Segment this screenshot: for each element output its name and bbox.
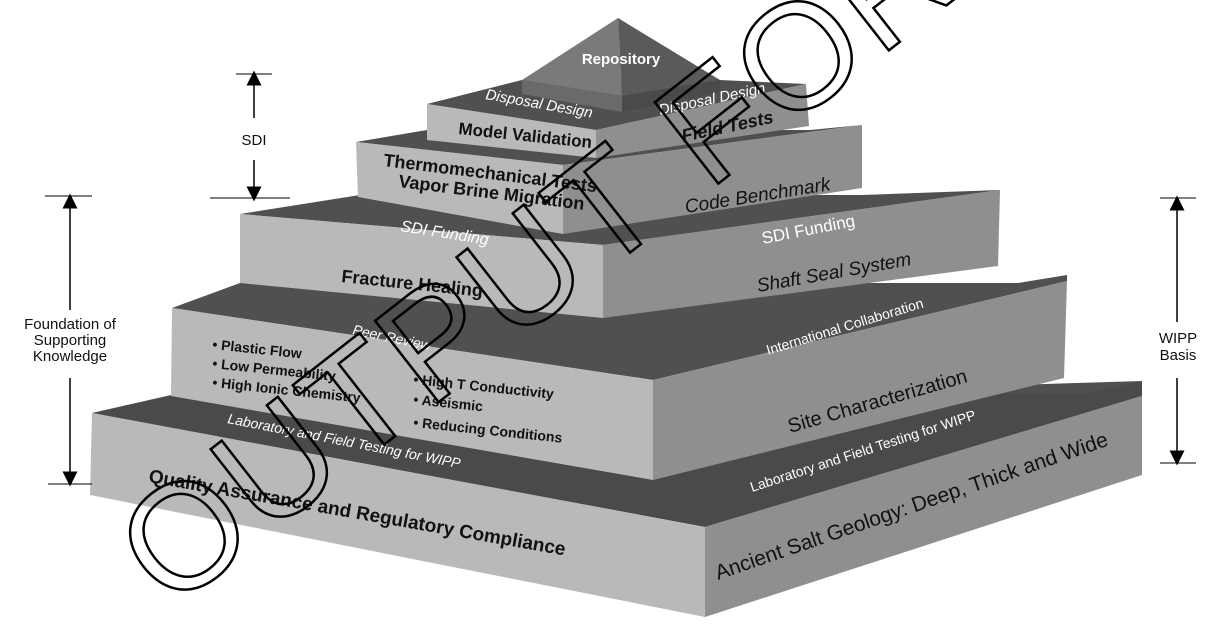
tier-base-side <box>705 396 1142 617</box>
sdi-annotation: SDI <box>210 70 290 202</box>
peak-base-side <box>622 80 720 112</box>
repository-label: Repository <box>582 51 661 68</box>
tier-top-front <box>427 104 596 158</box>
tier-base-front <box>90 413 705 617</box>
foundation-annotation: Foundation of Supporting Knowledge <box>24 193 117 487</box>
tier-5-front <box>356 142 563 234</box>
bullet-item: • Aseismic <box>413 391 484 414</box>
wipp-label-line1: WIPP <box>1159 330 1197 347</box>
wipp-annotation: WIPP Basis <box>1159 195 1197 466</box>
tier-4-front <box>240 214 603 318</box>
foundation-label-line1: Foundation of <box>24 316 117 333</box>
peak-base-front <box>522 80 622 112</box>
tier-3 <box>171 275 1067 480</box>
tier-3-top <box>172 275 1067 380</box>
foundation-label-line3: Knowledge <box>33 348 107 365</box>
tier-5-side <box>563 125 862 234</box>
peak <box>522 18 720 112</box>
wipp-label-line2: Basis <box>1160 347 1197 364</box>
tier-top-side <box>596 84 809 158</box>
peak-right <box>618 18 720 96</box>
tier-3-side <box>653 281 1067 480</box>
foundation-label-line2: Supporting <box>34 332 107 349</box>
sdi-label: SDI <box>241 132 266 149</box>
tier-4-side <box>603 190 1000 318</box>
peak-left <box>522 18 622 96</box>
tier-3-front <box>171 308 653 480</box>
